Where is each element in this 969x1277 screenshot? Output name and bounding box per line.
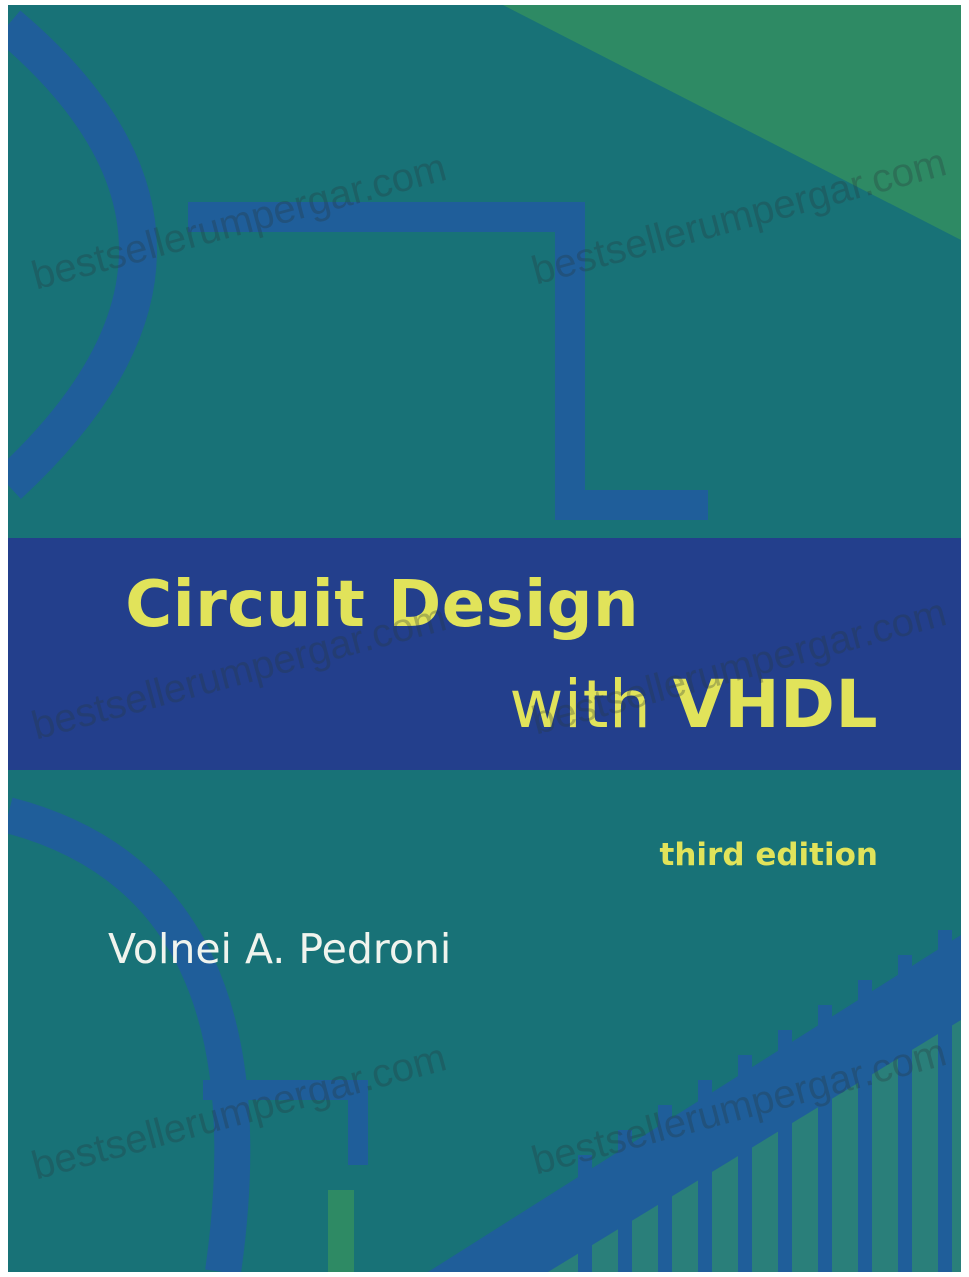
book-edition: third edition xyxy=(659,837,878,873)
title-band: Circuit Design with VHDL xyxy=(8,538,961,770)
circuit-comb-teeth xyxy=(578,930,952,1272)
circuit-connector xyxy=(203,1080,368,1165)
book-title-word-vhdl: VHDL xyxy=(672,666,878,743)
book-title-word-with: with xyxy=(509,666,652,743)
book-title-line-1: Circuit Design xyxy=(125,568,639,642)
circuit-arc-bottom xyxy=(8,797,251,1272)
circuit-artwork xyxy=(8,5,961,1272)
book-cover: Circuit Design with VHDL third edition V… xyxy=(8,5,961,1272)
circuit-step-line xyxy=(188,202,708,520)
green-accent-shape xyxy=(503,5,961,240)
circuit-block-small xyxy=(328,1190,354,1272)
circuit-arc-top xyxy=(8,10,157,499)
book-title-line-2: with VHDL xyxy=(509,666,878,743)
circuit-diagonal-inner xyxy=(548,1020,961,1272)
book-author: Volnei A. Pedroni xyxy=(108,925,452,973)
